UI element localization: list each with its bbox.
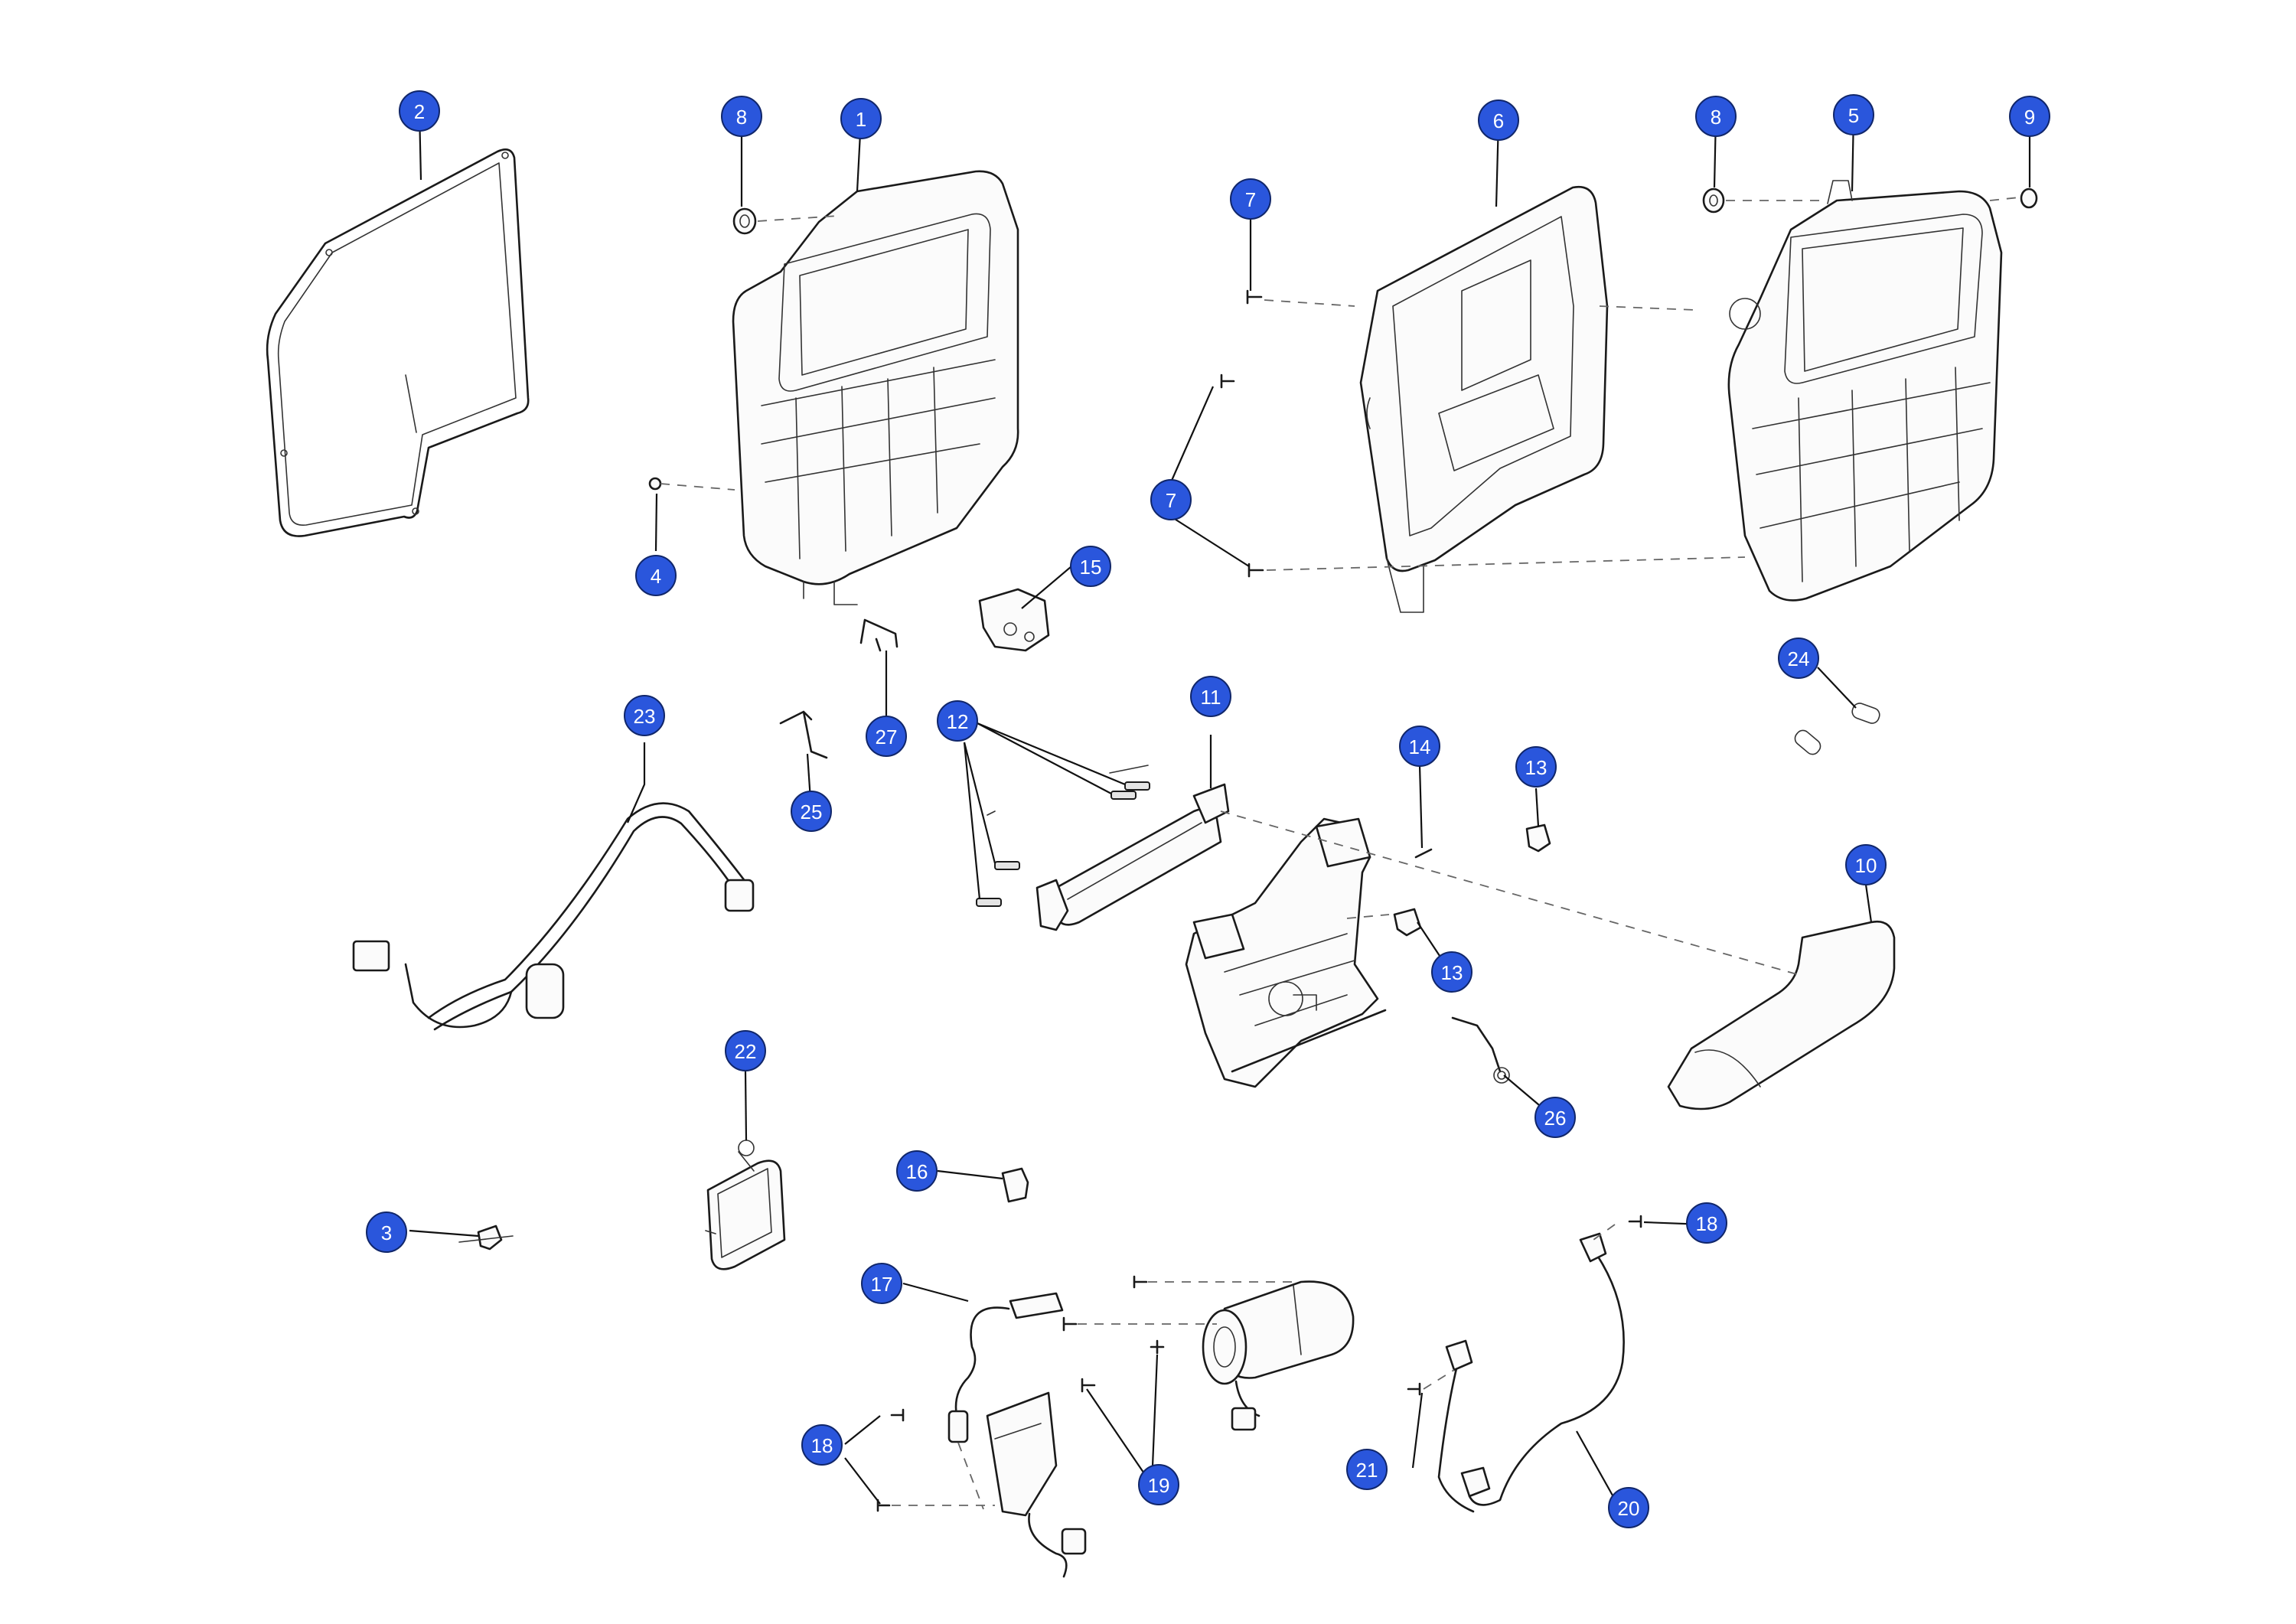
part-motor-assembly <box>1202 1280 1355 1431</box>
part-clip-13a <box>1525 823 1551 853</box>
part-wiring-harness <box>352 802 755 1031</box>
svg-text:5: 5 <box>1848 104 1859 127</box>
part-bracket-25 <box>779 710 828 759</box>
callout-7: 7 <box>1150 479 1192 520</box>
svg-text:1: 1 <box>856 108 866 131</box>
part-rings <box>1794 703 1880 755</box>
part-latch-frame <box>1185 817 1387 1088</box>
callout-22: 22 <box>725 1030 766 1071</box>
callout-18: 18 <box>1686 1202 1727 1244</box>
part-clip-3 <box>458 1225 514 1251</box>
svg-text:24: 24 <box>1788 647 1810 670</box>
part-pin-14 <box>1414 848 1433 859</box>
part-control-module <box>705 1140 786 1270</box>
callout-18: 18 <box>801 1424 843 1466</box>
part-actuator-housing <box>976 765 1230 931</box>
svg-text:22: 22 <box>735 1040 757 1063</box>
callout-11: 11 <box>1190 676 1231 717</box>
part-sensor-cable <box>947 1292 1087 1578</box>
part-cover-panel <box>1359 185 1609 613</box>
callout-15: 15 <box>1070 546 1111 587</box>
callout-3: 3 <box>366 1211 407 1253</box>
svg-text:25: 25 <box>801 801 823 823</box>
svg-text:11: 11 <box>1201 686 1221 709</box>
callout-16: 16 <box>896 1150 938 1192</box>
callout-10: 10 <box>1845 844 1887 885</box>
svg-text:8: 8 <box>736 106 747 129</box>
svg-text:21: 21 <box>1356 1459 1378 1482</box>
svg-text:3: 3 <box>381 1221 392 1244</box>
callout-13: 13 <box>1515 746 1557 788</box>
callout-26: 26 <box>1534 1097 1576 1138</box>
callout-13: 13 <box>1431 951 1473 993</box>
part-bracket-27 <box>859 618 899 652</box>
alignment-lines <box>660 197 2020 1506</box>
svg-text:7: 7 <box>1245 188 1256 211</box>
svg-text:18: 18 <box>811 1434 833 1457</box>
svg-text:2: 2 <box>414 100 425 123</box>
part-lower-cable <box>1437 1232 1625 1513</box>
callout-9: 9 <box>2009 96 2050 137</box>
part-right-frame <box>1727 180 2003 602</box>
part-handle-trim <box>1667 920 1896 1110</box>
callout-6: 6 <box>1478 99 1519 141</box>
part-fasteners <box>648 188 2038 1512</box>
part-gasket <box>266 148 530 537</box>
svg-text:20: 20 <box>1618 1497 1640 1520</box>
svg-text:6: 6 <box>1493 109 1504 132</box>
svg-text:14: 14 <box>1409 735 1431 758</box>
callout-2: 2 <box>399 90 440 132</box>
svg-text:13: 13 <box>1441 961 1463 984</box>
part-spring-26 <box>1451 1016 1510 1084</box>
callout-7: 7 <box>1230 178 1271 220</box>
part-connector-16 <box>1001 1167 1029 1203</box>
callout-14: 14 <box>1399 726 1440 767</box>
callouts: 2 8 1 7 6 8 5 9 7 4 15 24 23 27 12 11 25… <box>366 90 2050 1528</box>
callout-4: 4 <box>635 555 677 596</box>
svg-text:4: 4 <box>651 565 661 588</box>
svg-text:16: 16 <box>906 1160 928 1183</box>
callout-23: 23 <box>624 695 665 736</box>
callout-5: 5 <box>1833 94 1874 135</box>
callout-8: 8 <box>721 96 762 137</box>
callout-24: 24 <box>1778 638 1819 679</box>
svg-text:15: 15 <box>1080 556 1102 579</box>
callout-12: 12 <box>937 700 978 742</box>
callout-19: 19 <box>1138 1464 1179 1505</box>
callout-21: 21 <box>1346 1449 1388 1490</box>
callout-25: 25 <box>791 791 832 832</box>
callout-1: 1 <box>840 98 882 139</box>
svg-text:18: 18 <box>1696 1212 1718 1235</box>
svg-text:17: 17 <box>871 1273 893 1296</box>
svg-text:13: 13 <box>1525 756 1548 779</box>
callout-8: 8 <box>1695 96 1737 137</box>
callout-20: 20 <box>1608 1487 1649 1528</box>
svg-text:26: 26 <box>1544 1107 1567 1130</box>
svg-text:9: 9 <box>2024 106 2035 129</box>
part-bracket-15 <box>978 588 1050 652</box>
svg-text:7: 7 <box>1166 489 1176 512</box>
part-left-frame <box>732 170 1019 605</box>
svg-text:19: 19 <box>1148 1474 1170 1497</box>
svg-text:23: 23 <box>634 705 656 728</box>
part-clip-13b <box>1393 908 1422 937</box>
svg-text:8: 8 <box>1711 106 1721 129</box>
svg-text:10: 10 <box>1855 854 1877 877</box>
svg-text:27: 27 <box>876 726 898 748</box>
callout-17: 17 <box>861 1263 902 1304</box>
svg-text:12: 12 <box>947 710 969 733</box>
callout-27: 27 <box>866 716 907 757</box>
